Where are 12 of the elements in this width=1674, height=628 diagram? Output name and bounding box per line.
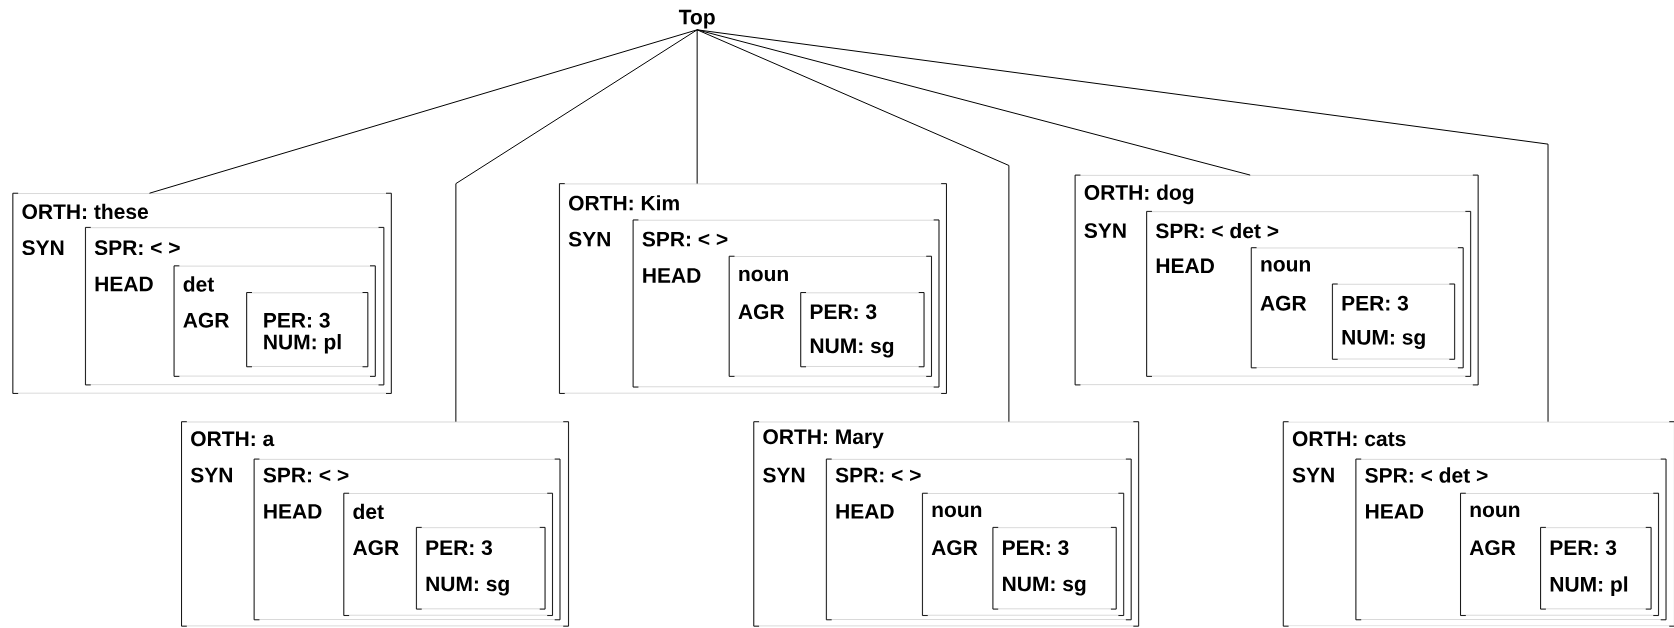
tree-line <box>696 29 1549 423</box>
bracket-box: PER: 3 NUM: sg <box>415 526 546 610</box>
bracket-box: PER: 3 NUM: pl <box>1540 526 1652 610</box>
tree-line <box>696 29 1010 423</box>
bracket-box: PER: 3 NUM: sg <box>800 292 925 368</box>
bracket-box: PER: 3 NUM: pl <box>246 292 369 368</box>
bracket-box: PER: 3 NUM: sg <box>992 526 1117 610</box>
tree-line <box>148 29 698 194</box>
bracket-box: PER: 3 NUM: sg <box>1331 283 1456 360</box>
tree-line <box>696 29 698 185</box>
tree-root-label: Top <box>678 9 715 29</box>
tree-line <box>455 29 698 423</box>
